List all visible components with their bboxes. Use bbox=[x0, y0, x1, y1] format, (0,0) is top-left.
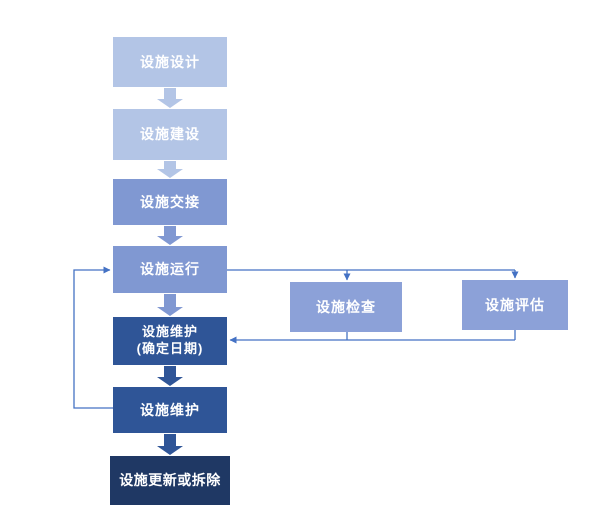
flow-arrow-maintenance-scheduled-to-maintenance bbox=[157, 366, 183, 386]
flow-arrow-design-to-construction bbox=[157, 88, 183, 108]
node-facility-handover-label: 设施交接 bbox=[140, 193, 200, 210]
flow-arrow-handover-to-operation bbox=[157, 226, 183, 245]
node-facility-design-label: 设施设计 bbox=[140, 53, 200, 70]
node-facility-renewal-or-demolition: 设施更新或拆除 bbox=[110, 456, 230, 505]
flow-arrow-maintenance-to-renewal bbox=[157, 434, 183, 455]
connector-feedback-maintenance-to-operation bbox=[73, 266, 113, 409]
node-facility-operation: 设施运行 bbox=[113, 246, 227, 293]
node-facility-operation-label: 设施运行 bbox=[140, 261, 200, 278]
node-facility-construction-label: 设施建设 bbox=[140, 126, 200, 143]
node-facility-maintenance-scheduled-label-line1: 设施维护 bbox=[141, 324, 198, 340]
node-facility-maintenance-scheduled-label-line2: (确定日期) bbox=[136, 341, 204, 356]
flow-arrow-operation-to-maintenance-scheduled bbox=[157, 294, 183, 316]
node-facility-maintenance-scheduled: 设施维护 (确定日期) bbox=[113, 317, 227, 365]
node-facility-maintenance-label: 设施维护 bbox=[140, 401, 200, 418]
node-facility-construction: 设施建设 bbox=[113, 109, 227, 160]
node-facility-design: 设施设计 bbox=[113, 37, 227, 87]
node-facility-maintenance: 设施维护 bbox=[113, 387, 227, 433]
flow-arrow-construction-to-handover bbox=[157, 161, 183, 178]
node-facility-inspection-label: 设施检查 bbox=[316, 298, 376, 315]
node-facility-evaluation-label: 设施评估 bbox=[485, 296, 545, 313]
node-facility-inspection: 设施检查 bbox=[290, 282, 402, 332]
node-facility-evaluation: 设施评估 bbox=[462, 280, 568, 330]
node-facility-renewal-or-demolition-label: 设施更新或拆除 bbox=[119, 472, 221, 489]
node-facility-handover: 设施交接 bbox=[113, 179, 227, 225]
